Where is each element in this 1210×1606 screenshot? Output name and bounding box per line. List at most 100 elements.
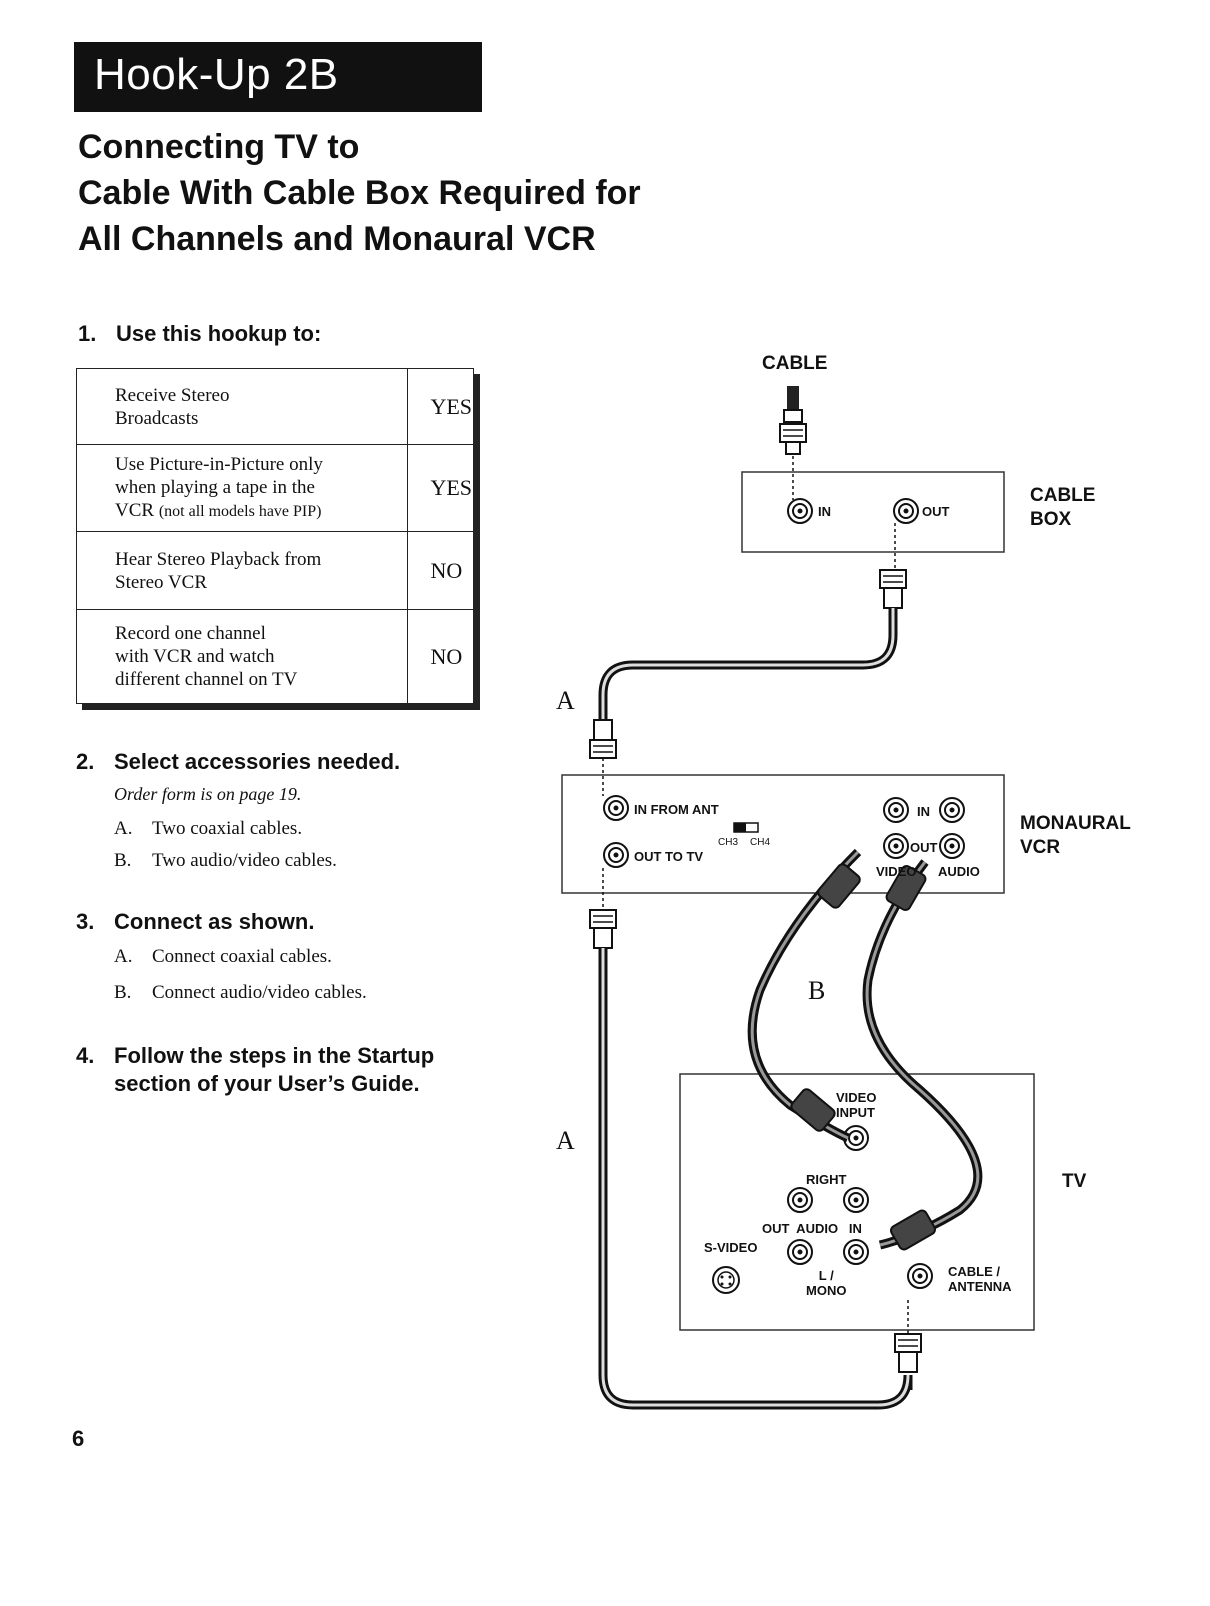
cable-box-label: CABLE BOX (1030, 484, 1095, 532)
cable-box-outline (741, 471, 1005, 553)
hookup-capabilities-table: Receive Stereo Broadcasts YES Use Pictur… (75, 368, 474, 704)
cell-line: with VCR and watch (115, 646, 275, 667)
table-cell-answer: NO (407, 609, 474, 704)
cable-box-in-jack (787, 498, 813, 524)
coax-plug-icon (894, 1333, 922, 1373)
label-line: BOX (1030, 509, 1072, 530)
table-cell-description: Use Picture-in-Picture only when playing… (75, 444, 409, 532)
vcr-video-in-jack (883, 797, 909, 823)
step-number: 3. (76, 909, 95, 934)
cell-line: Hear Stereo Playback from (115, 548, 322, 570)
l-mono-label: L / MONO (806, 1268, 846, 1298)
step-4-heading: 4. Follow the steps in the Startup sectio… (76, 1042, 434, 1098)
rca-plug-icon (885, 865, 927, 911)
table-row: Hear Stereo Playback from Stereo VCR NO (75, 531, 474, 610)
ch4-label: CH4 (750, 837, 771, 848)
step-1-heading: 1. Use this hookup to: (78, 320, 321, 348)
cable-label: CABLE (762, 353, 828, 374)
accessory-item: A. Two coaxial cables. (114, 818, 302, 840)
cable-a-label: A (556, 1126, 575, 1155)
step-text: section of your User’s Guide. (114, 1071, 420, 1096)
table-row: Record one channel with VCR and watch di… (75, 609, 474, 704)
vcr-in-from-ant-jack (603, 795, 629, 821)
monaural-vcr-label: MONAURAL VCR (1020, 812, 1131, 860)
table-cell-answer: NO (407, 531, 474, 610)
s-video-jack (712, 1266, 740, 1294)
cable-b-label: B (808, 976, 826, 1005)
cell-line: Receive Stereo (115, 384, 230, 406)
label-line: MONAURAL (1020, 813, 1131, 834)
tv-box-outline (679, 1073, 1035, 1331)
hookup-banner: Hook-Up 2B (74, 42, 482, 112)
cable-box-out-label: OUT (922, 504, 950, 519)
step-text: Select accessories needed. (114, 749, 401, 774)
connect-item: B.Connect audio/video cables. (114, 982, 367, 1004)
step-3-heading: 3. Connect as shown. (76, 908, 314, 936)
vcr-video-out-jack (883, 833, 909, 859)
step-text: Use this hookup to: (116, 321, 322, 346)
title-line: Cable With Cable Box Required for (78, 174, 641, 212)
page-number: 6 (72, 1426, 85, 1451)
item-text: Two audio/video cables. (152, 850, 337, 871)
table-cell-answer: YES (407, 444, 474, 532)
cable-plug-icon (779, 386, 807, 455)
step-text: Follow the steps in the Startup (114, 1043, 435, 1068)
table-row: Receive Stereo Broadcasts YES (75, 368, 474, 445)
connect-item: A. Connect coaxial cables. (114, 946, 332, 968)
step-number: 1. (78, 321, 97, 346)
cable-a-label: A (556, 686, 575, 715)
cell-line: VCR (115, 500, 155, 521)
item-text: Connect coaxial cables. (152, 946, 332, 967)
cell-line: Stereo VCR (115, 571, 208, 593)
coax-plug-icon (879, 569, 907, 609)
step-2-heading: 2. Select accessories needed. (76, 748, 400, 776)
label-line: INPUT (836, 1105, 875, 1120)
item-mark: B. (114, 850, 132, 871)
cell-line: when playing a tape in the (115, 477, 315, 498)
step-number: 4. (76, 1043, 95, 1068)
item-mark: A. (114, 818, 133, 839)
tv-audio-in-left-jack (843, 1239, 869, 1265)
audio-out-in-label: OUT AUDIO IN (762, 1221, 862, 1236)
table-cell-answer: YES (407, 368, 474, 445)
vcr-box-outline (561, 774, 1005, 894)
label-line: MONO (806, 1283, 847, 1298)
cell-line: different channel on TV (115, 669, 298, 690)
s-video-label: S-VIDEO (704, 1240, 758, 1255)
title-line: Connecting TV to (78, 128, 360, 166)
tv-audio-out-right-jack (787, 1187, 813, 1213)
in-from-ant-label: IN FROM ANT (634, 802, 719, 817)
coax-plug-icon (589, 719, 617, 759)
vcr-out-label: OUT (910, 840, 938, 855)
table-cell-description: Receive Stereo Broadcasts (75, 368, 409, 445)
title-line: All Channels and Monaural VCR (78, 220, 596, 258)
item-mark: A. (114, 946, 133, 967)
label-line: ANTENNA (948, 1279, 1012, 1294)
label-line: VCR (1020, 837, 1061, 858)
label-line: CABLE (1030, 485, 1096, 506)
ch3-label: CH3 (718, 837, 739, 848)
cell-note: (not all models have PIP) (158, 503, 322, 520)
rca-plug-icon (790, 1088, 836, 1132)
cable-box-in-label: IN (818, 504, 831, 519)
item-mark: B. (114, 982, 132, 1003)
step-text: Connect as shown. (114, 909, 315, 934)
order-form-note: Order form is on page 19. (114, 784, 302, 804)
audio-right-label: RIGHT (806, 1172, 847, 1187)
tv-audio-out-left-jack (787, 1239, 813, 1265)
video-input-label: VIDEO INPUT (836, 1090, 876, 1120)
cable-box-out-jack (893, 498, 919, 524)
item-text: Two coaxial cables. (152, 818, 303, 839)
label-line: VIDEO (836, 1090, 877, 1105)
cell-line: Record one channel (115, 623, 266, 644)
step-number: 2. (76, 749, 95, 774)
table-cell-description: Record one channel with VCR and watch di… (75, 609, 409, 704)
audio-cable-b (862, 859, 983, 1250)
vcr-audio-out-jack (939, 833, 965, 859)
accessory-item: B. Two audio/video cables. (114, 850, 337, 872)
vcr-in-label: IN (917, 804, 930, 819)
table-cell-description: Hear Stereo Playback from Stereo VCR (75, 531, 409, 610)
coax-plug-icon (589, 909, 617, 949)
